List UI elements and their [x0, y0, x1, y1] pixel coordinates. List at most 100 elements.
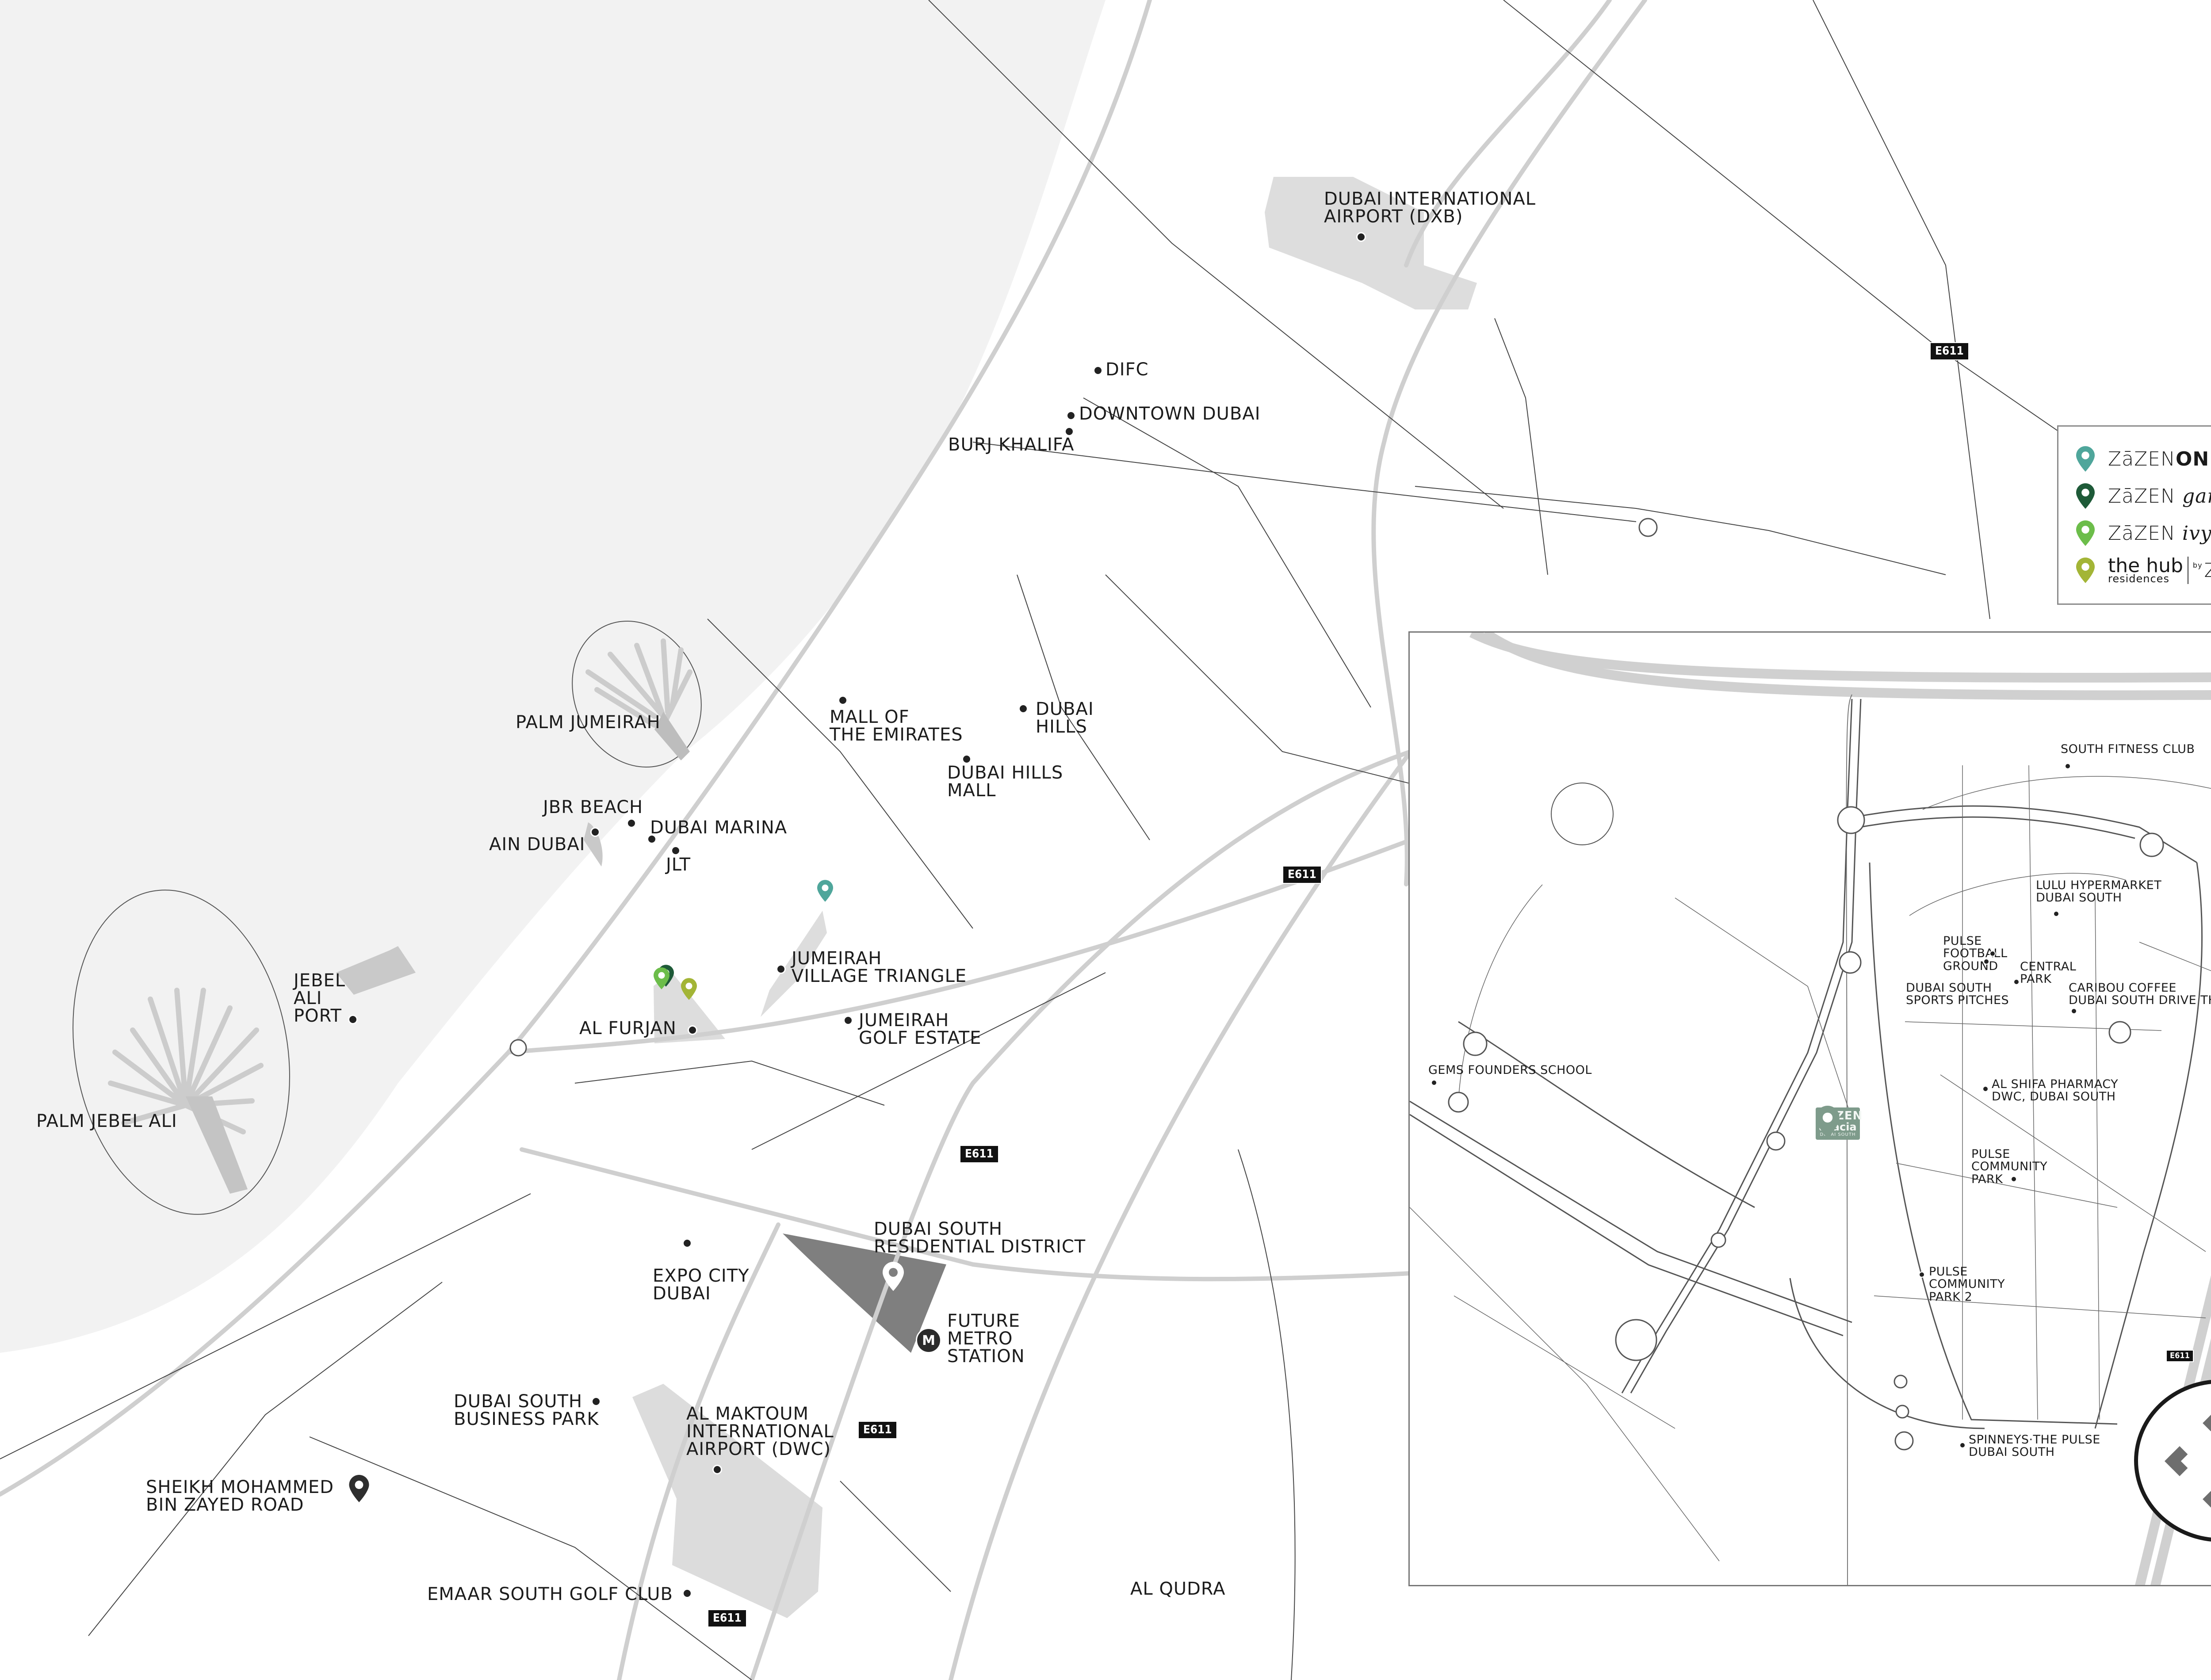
road-shield-e611: E611 — [1282, 866, 1322, 884]
road-shield-e611: E611 — [960, 1145, 999, 1163]
place-label-dubai-hills-mall[interactable]: DUBAI HILLS MALL — [947, 763, 1063, 801]
place-label-jbr[interactable]: JBR BEACH — [543, 797, 643, 817]
chevron-up-icon[interactable] — [2203, 1408, 2211, 1438]
inset-place-dot-icon — [1919, 1271, 1925, 1278]
place-label-jge[interactable]: JUMEIRAH GOLF ESTATE — [859, 1010, 982, 1048]
place-dot-icon — [1066, 411, 1076, 420]
inset-place-label[interactable]: LULU HYPERMARKET DUBAI SOUTH — [2036, 878, 2162, 905]
place-label-marina[interactable]: DUBAI MARINA — [650, 817, 788, 838]
inset-place-label[interactable]: AL SHIFA PHARMACY DWC, DUBAI SOUTH — [1992, 1077, 2119, 1104]
place-dot-icon — [688, 1025, 697, 1035]
place-label-downtown[interactable]: DOWNTOWN DUBAI — [1079, 404, 1261, 424]
place-dot-icon — [1018, 704, 1028, 714]
inset-place-dot-icon — [2013, 979, 2020, 985]
metro-station-icon[interactable]: M — [916, 1328, 941, 1353]
road-shield-e611: E611 — [708, 1609, 747, 1627]
place-label-jlt[interactable]: JLT — [666, 855, 691, 875]
place-label-dsrd[interactable]: DUBAI SOUTH RESIDENTIAL DISTRICT — [874, 1219, 1086, 1257]
chevron-left-icon[interactable] — [2165, 1446, 2195, 1476]
zazen-one-pin-icon — [2076, 446, 2095, 472]
inset-place-dot-icon — [1959, 1442, 1966, 1448]
place-dot-icon — [590, 827, 600, 837]
zazen-acacia-marker[interactable]: ZAZEN acacia DUBAI SOUTH — [1816, 1106, 1862, 1140]
inset-place-dot-icon — [2065, 763, 2071, 769]
legend-label: ZāZEN gardens — [2108, 485, 2211, 508]
place-dot-icon — [962, 754, 972, 764]
legend-item-zazen-one[interactable]: ZāZENONE — [2076, 443, 2211, 474]
inset-place-dot-icon — [2071, 1008, 2077, 1014]
road-shield-e611: E611 — [2166, 1350, 2194, 1362]
zazen-ivy-pin-icon — [2076, 520, 2095, 546]
inset-place-label[interactable]: SOUTH FITNESS CLUB — [2061, 742, 2195, 756]
place-dot-icon — [712, 1465, 722, 1474]
place-dot-icon — [682, 1588, 692, 1598]
place-dot-icon — [838, 695, 848, 705]
place-label-jvt[interactable]: JUMEIRAH VILLAGE TRIANGLE — [792, 948, 967, 986]
inset-place-dot-icon — [1989, 951, 1996, 957]
place-label-dwc[interactable]: AL MAKTOUM INTERNATIONAL AIRPORT (DWC) — [686, 1404, 834, 1459]
place-label-smbz[interactable]: SHEIKH MOHAMMED BIN ZAYED ROAD — [146, 1477, 334, 1515]
inset-place-label[interactable]: CARIBOU COFFEE DUBAI SOUTH DRIVE THRU' — [2069, 981, 2211, 1008]
inset-place-label[interactable]: PULSE COMMUNITY PARK — [1971, 1147, 2048, 1186]
inset-place-label[interactable]: GEMS FOUNDERS SCHOOL — [1428, 1063, 1592, 1077]
legend-label: ZāZEN ivy — [2108, 522, 2211, 545]
legend-item-zazen-gardens[interactable]: ZāZEN gardens — [2076, 481, 2211, 512]
place-label-emaar-golf[interactable]: EMAAR SOUTH GOLF CLUB — [427, 1584, 673, 1604]
dubai-south-location-pin-icon[interactable] — [883, 1262, 904, 1291]
zazen-gardens-pin-icon — [2076, 483, 2095, 509]
place-label-dsbp[interactable]: DUBAI SOUTH BUSINESS PARK — [454, 1391, 599, 1429]
inset-place-label[interactable]: SPINNEYS·THE PULSE DUBAI SOUTH — [1969, 1433, 2100, 1459]
place-dot-icon — [1356, 232, 1366, 242]
legend: ZāZENONE ZāZEN gardens ZāZEN ivy the hub… — [2057, 425, 2211, 605]
place-label-dubai-hills[interactable]: DUBAI HILLS — [1036, 699, 1094, 737]
zazen-ivy-pin-icon[interactable] — [654, 967, 669, 989]
dwc-airport-area — [632, 1384, 822, 1618]
place-label-burj[interactable]: BURJ KHALIFA — [948, 435, 1075, 455]
inset-map[interactable]: SOUTH FITNESS CLUB LULU HYPERMARKET DUBAI… — [1408, 631, 2211, 1586]
sheikh-mohammed-road-pin-icon[interactable] — [349, 1475, 369, 1502]
place-label-al-qudra[interactable]: AL QUDRA — [1130, 1579, 1226, 1599]
place-label-metro[interactable]: FUTURE METRO STATION — [947, 1311, 1025, 1367]
inset-place-label[interactable]: DUBAI SOUTH SPORTS PITCHES — [1906, 981, 2009, 1008]
chevron-down-icon[interactable] — [2203, 1484, 2211, 1514]
road-shield-e611: E611 — [1930, 342, 1969, 360]
place-dot-icon — [1093, 366, 1103, 375]
place-label-mall-emirates[interactable]: MALL OF THE EMIRATES — [830, 707, 963, 745]
sea-area — [0, 0, 1106, 1353]
place-label-jebel-ali-port[interactable]: JEBEL ALI PORT — [294, 970, 346, 1026]
project-pin-icon — [1816, 1106, 1840, 1138]
inset-place-dot-icon — [2053, 911, 2059, 917]
inset-place-dot-icon — [2011, 1176, 2017, 1182]
inset-place-label[interactable]: PULSE FOOTBALL GROUND — [1943, 934, 2008, 973]
dxb-airport-area — [1265, 177, 1477, 309]
place-label-expo[interactable]: EXPO CITY DUBAI — [653, 1266, 750, 1304]
place-label-dxb[interactable]: DUBAI INTERNATIONAL AIRPORT (DXB) — [1324, 189, 1536, 227]
the-hub-pin-icon[interactable] — [681, 978, 697, 1000]
place-label-ain-dubai[interactable]: AIN DUBAI — [489, 834, 585, 855]
place-dot-icon — [647, 834, 657, 844]
the-hub-pin-icon — [2076, 557, 2095, 583]
inset-place-dot-icon — [1982, 1086, 1989, 1092]
place-dot-icon — [776, 964, 786, 974]
inset-place-label[interactable]: PULSE COMMUNITY PARK 2 — [1929, 1265, 2005, 1304]
place-dot-icon — [1064, 427, 1074, 436]
place-label-palm-jebel-ali[interactable]: PALM JEBEL ALI — [36, 1111, 177, 1131]
place-dot-icon — [843, 1016, 853, 1025]
place-dot-icon — [627, 818, 636, 828]
place-label-palm-jumeirah[interactable]: PALM JUMEIRAH — [516, 712, 661, 733]
zazen-one-pin-icon[interactable] — [817, 880, 833, 902]
road-shield-e611: E611 — [858, 1421, 897, 1439]
place-label-difc[interactable]: DIFC — [1106, 359, 1149, 380]
legend-item-zazen-ivy[interactable]: ZāZEN ivy — [2076, 518, 2211, 549]
place-dot-icon — [348, 1015, 358, 1024]
place-dot-icon — [671, 846, 681, 855]
inset-place-label[interactable]: CENTRAL PARK — [2020, 960, 2077, 986]
inset-place-dot-icon — [1431, 1080, 1437, 1086]
place-dot-icon — [682, 1238, 692, 1248]
place-label-al-furjan[interactable]: AL FURJAN — [579, 1018, 677, 1039]
dubai-south-district-area — [783, 1233, 946, 1353]
